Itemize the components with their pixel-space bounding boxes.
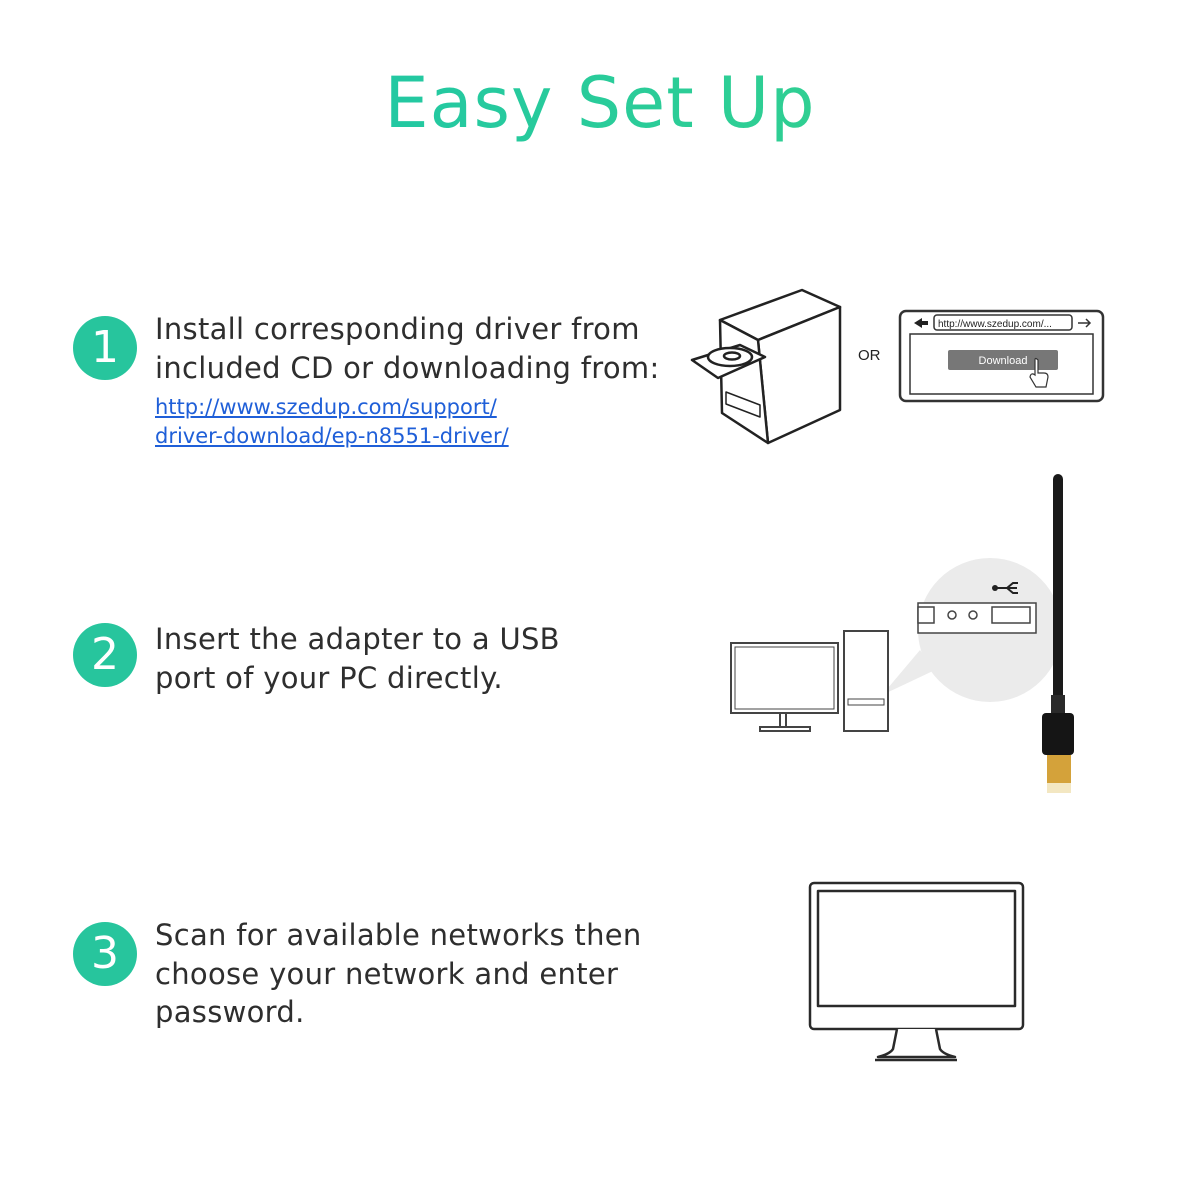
browser-url: http://www.szedup.com/... bbox=[938, 319, 1052, 330]
link-line[interactable]: driver-download/ep-n8551-driver/ bbox=[155, 424, 509, 448]
usb-port-panel bbox=[917, 602, 1037, 634]
step-3-line: choose your network and enter bbox=[155, 956, 619, 991]
step-2-text: Insert the adapter to a USB port of your… bbox=[155, 620, 560, 697]
step-1-line: Install corresponding driver from bbox=[155, 312, 640, 346]
step-3-text: Scan for available networks then choose … bbox=[155, 916, 642, 1032]
monitor-icon bbox=[808, 881, 1025, 1062]
page-title: Easy Set Up bbox=[0, 62, 1200, 144]
driver-download-link[interactable]: http://www.szedup.com/support/ driver-do… bbox=[155, 393, 509, 451]
hand-cursor-icon bbox=[1029, 357, 1049, 388]
usb-wifi-adapter-icon bbox=[1042, 474, 1074, 793]
step-1-badge: 1 bbox=[73, 316, 137, 380]
step-1-text: Install corresponding driver from includ… bbox=[155, 310, 660, 387]
download-button: Download bbox=[979, 355, 1028, 367]
step-2-line: port of your PC directly. bbox=[155, 660, 503, 695]
step-3-badge: 3 bbox=[73, 922, 137, 986]
step-1-line: included CD or downloading from: bbox=[155, 350, 660, 385]
browser-window-icon: http://www.szedup.com/... Download bbox=[898, 309, 1105, 403]
desktop-pc-icon bbox=[730, 630, 889, 732]
or-label: OR bbox=[858, 347, 881, 364]
usb-adapter-illustration bbox=[730, 474, 1074, 793]
step-2-line: Insert the adapter to a USB bbox=[155, 622, 560, 656]
step-3-line: Scan for available networks then bbox=[155, 918, 642, 952]
step-2-badge: 2 bbox=[73, 623, 137, 687]
driver-illustration: OR http://www.szedup.com/... Download bbox=[690, 288, 1105, 445]
usb-symbol-icon bbox=[995, 582, 1018, 594]
link-line[interactable]: http://www.szedup.com/support/ bbox=[155, 395, 497, 419]
step-3-line: password. bbox=[155, 995, 305, 1029]
pc-tower-cd-icon bbox=[690, 288, 842, 445]
